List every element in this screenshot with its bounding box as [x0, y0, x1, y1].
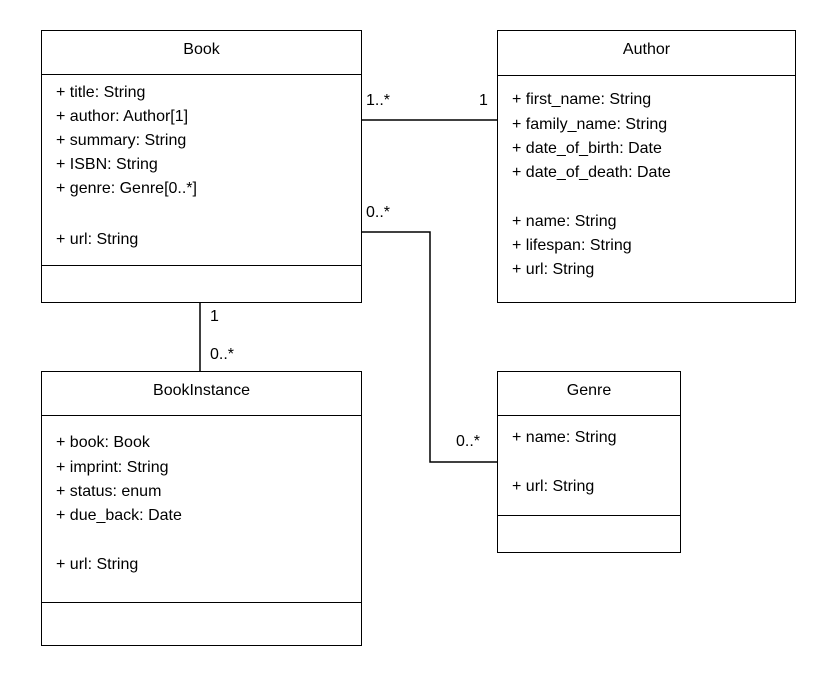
class-genre-name: Genre [498, 372, 680, 416]
multiplicity-book-bookinstance-instance-end: 0..* [210, 346, 235, 363]
class-genre-attribute: + url: String [512, 478, 595, 495]
class-bookinstance-attribute: + due_back: Date [56, 507, 182, 524]
class-book-attribute: + author: Author[1] [56, 108, 189, 125]
class-bookinstance-name: BookInstance [42, 372, 361, 416]
class-book-attribute: + title: String [56, 84, 146, 101]
book-genre-association-line [362, 231, 498, 463]
class-author: Author + first_name: String + family_nam… [497, 30, 796, 303]
class-author-attribute: + lifespan: String [512, 237, 632, 254]
multiplicity-book-author-author-end: 1 [479, 92, 488, 109]
multiplicity-book-genre-book-end: 0..* [366, 204, 391, 221]
class-book-attribute: + ISBN: String [56, 156, 158, 173]
class-bookinstance-attribute: + book: Book [56, 434, 150, 451]
class-bookinstance-attributes: + book: Book + imprint: String + status:… [42, 416, 361, 603]
class-genre-operations [498, 516, 680, 551]
class-book-name: Book [42, 31, 361, 75]
class-author-attributes: + first_name: String + family_name: Stri… [498, 76, 795, 302]
class-genre-attributes: + name: String + url: String [498, 416, 680, 516]
class-author-name: Author [498, 31, 795, 76]
multiplicity-book-bookinstance-book-end: 1 [210, 308, 219, 325]
class-bookinstance-attribute: + status: enum [56, 483, 162, 500]
class-bookinstance-attribute: + imprint: String [56, 459, 169, 476]
class-genre-attribute: + name: String [512, 429, 617, 446]
class-book-attribute: + summary: String [56, 132, 187, 149]
class-bookinstance: BookInstance + book: Book + imprint: Str… [41, 371, 362, 646]
class-genre: Genre + name: String + url: String [497, 371, 681, 553]
class-author-attribute: + url: String [512, 261, 595, 278]
multiplicity-book-author-book-end: 1..* [366, 92, 391, 109]
class-author-attribute: + date_of_death: Date [512, 164, 671, 181]
class-book-attribute: + url: String [56, 231, 139, 248]
class-bookinstance-attribute: + url: String [56, 556, 139, 573]
class-book: Book + title: String + author: Author[1]… [41, 30, 362, 303]
class-bookinstance-operations [42, 603, 361, 644]
class-book-operations [42, 266, 361, 301]
class-author-attribute: + date_of_birth: Date [512, 140, 662, 157]
class-author-attribute: + name: String [512, 213, 617, 230]
class-author-attribute: + first_name: String [512, 91, 652, 108]
class-book-attributes: + title: String + author: Author[1] + su… [42, 75, 361, 266]
class-book-attribute: + genre: Genre[0..*] [56, 180, 197, 197]
class-author-attribute: + family_name: String [512, 116, 668, 133]
multiplicity-book-genre-genre-end: 0..* [456, 433, 481, 450]
